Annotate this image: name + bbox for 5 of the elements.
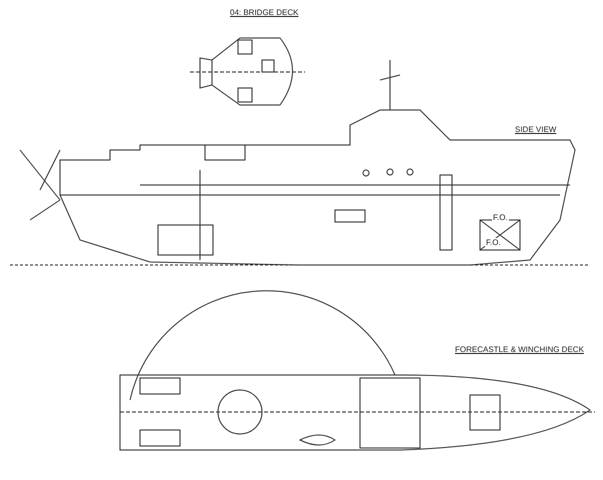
view-title: 04: BRIDGE DECK <box>230 8 298 17</box>
view-title: SIDE VIEW <box>515 125 556 134</box>
tank-label: F.O. <box>485 238 502 247</box>
tank-label: F.O. <box>492 213 509 222</box>
view-title: FORECASTLE & WINCHING DECK <box>455 345 584 354</box>
